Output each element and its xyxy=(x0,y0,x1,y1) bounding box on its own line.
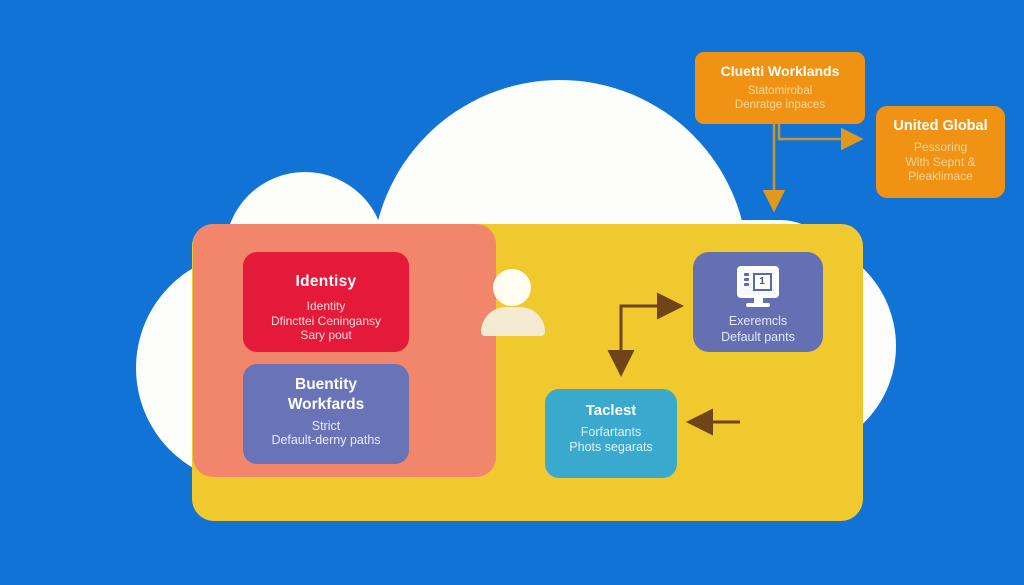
monitor-icon: 1 xyxy=(737,266,779,307)
box-endpoints: 1 Exeremcls Default pants xyxy=(693,252,823,352)
box-cluster-workloads-line: Statomirobal xyxy=(747,85,813,97)
box-target-line: Forfartants xyxy=(580,425,642,439)
box-united-global-line: With Sepnt & xyxy=(905,154,976,169)
person-icon-body xyxy=(481,307,545,336)
box-identity-workloads: Buentity Workfards Strict Default-derny … xyxy=(243,364,409,464)
box-target-line: Phots segarats xyxy=(569,440,653,454)
box-endpoints-line: Exeremcls xyxy=(728,314,788,328)
arrow-cluster-to-united-global xyxy=(777,123,864,151)
box-identity-title: Identisy xyxy=(295,273,357,290)
monitor-icon-stand xyxy=(753,298,763,303)
box-united-global: United Global Pessoring With Sepnt & Ple… xyxy=(876,106,1005,198)
box-identity-workloads-title: Buentity xyxy=(295,376,357,393)
box-target: Taclest Forfartants Phots segarats xyxy=(545,389,677,478)
box-identity-line: Sary pout xyxy=(300,328,352,342)
box-united-global-title: United Global xyxy=(893,118,988,134)
box-cluster-workloads: Cluetti Worklands Statomirobal Denratge … xyxy=(695,52,865,124)
monitor-icon-list-marks xyxy=(744,273,749,286)
monitor-icon-base xyxy=(746,303,770,307)
box-identity: Identisy Identity Dfincttei Ceningansy S… xyxy=(243,252,409,352)
box-cluster-workloads-line: Denratge inpaces xyxy=(734,99,826,111)
box-endpoints-line: Default pants xyxy=(721,329,795,344)
box-identity-line: Dfincttei Ceningansy xyxy=(270,313,382,328)
box-united-global-line: Pessoring xyxy=(913,140,968,154)
box-identity-line: Identity xyxy=(306,299,346,313)
box-target-title: Taclest xyxy=(585,402,637,419)
box-identity-workloads-title: Workfards xyxy=(287,396,365,413)
box-united-global-line: Pleaklimace xyxy=(908,169,973,183)
monitor-icon-screen: 1 xyxy=(737,266,779,298)
box-identity-workloads-line: Strict xyxy=(311,419,341,433)
monitor-icon-screen-label: 1 xyxy=(752,273,772,291)
box-cluster-workloads-title: Cluetti Worklands xyxy=(720,63,840,79)
person-icon xyxy=(493,269,531,306)
box-identity-workloads-line: Default-derny paths xyxy=(271,433,381,447)
